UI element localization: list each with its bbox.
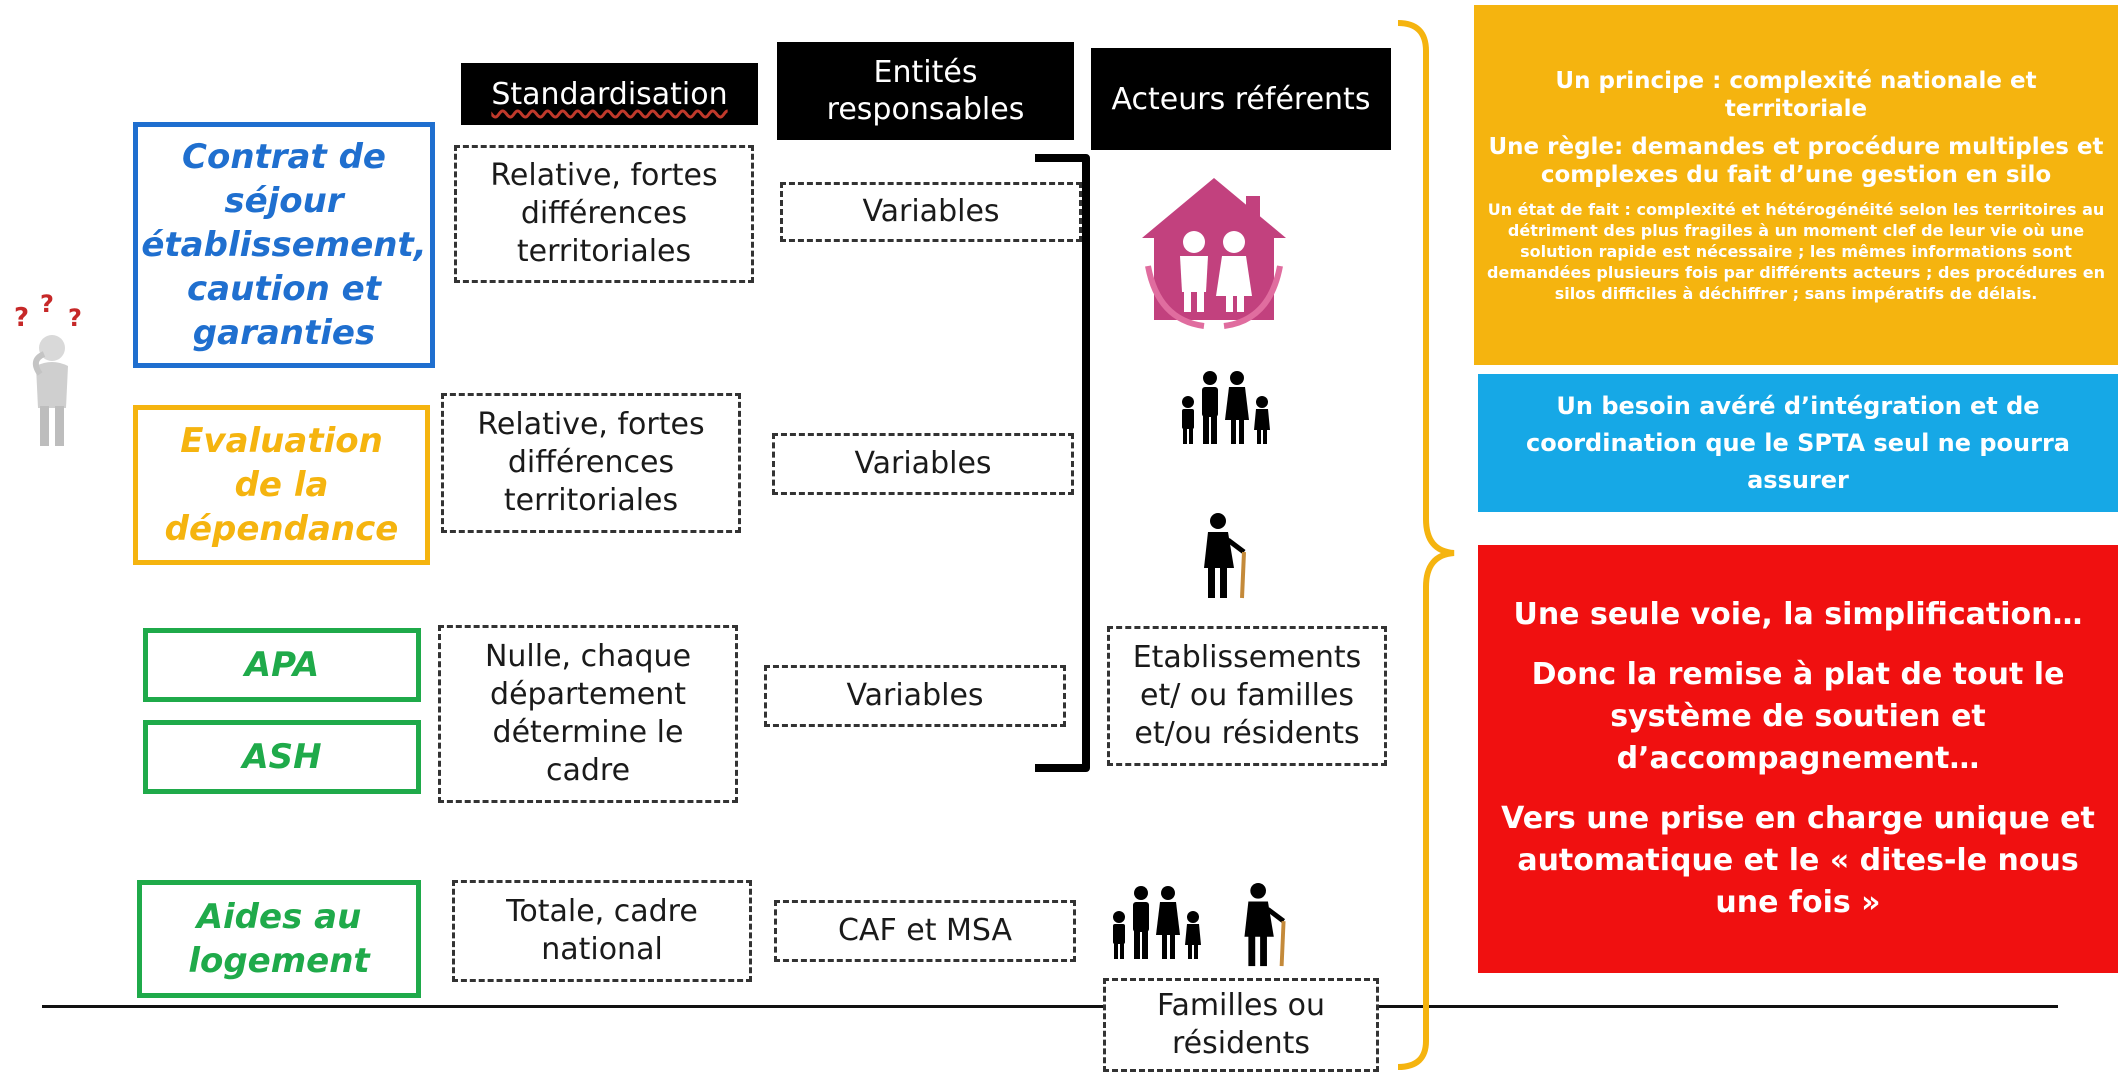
header-entites-responsables: Entités responsables — [777, 42, 1074, 140]
family-icon-bottom — [1106, 883, 1206, 963]
entites-contrat: Variables — [780, 182, 1082, 242]
category-evaluation-dependance: Evaluation de la dépendance — [133, 405, 430, 565]
panel-principe-etat: Un état de fait : complexité et hétérogé… — [1487, 199, 2105, 303]
curly-brace — [1397, 20, 1455, 1070]
svg-text:?: ? — [68, 304, 82, 332]
entites-evaluation: Variables — [772, 433, 1074, 495]
acteurs-aides-logement: Familles ou résidents — [1103, 978, 1379, 1072]
acteurs-apa-ash: Etablissements et/ ou familles et/ou rés… — [1107, 626, 1387, 766]
standardisation-aides-logement: Totale, cadre national — [452, 880, 752, 982]
standardisation-apa-ash: Nulle, chaque département détermine le c… — [438, 625, 738, 803]
elderly-person-icon-bottom — [1230, 882, 1300, 970]
entites-aides-logement: CAF et MSA — [774, 900, 1076, 962]
category-aides-au-logement: Aides au logement — [137, 880, 421, 998]
panel-simplification: Une seule voie, la simplification… Donc … — [1478, 545, 2118, 973]
header-standardisation: Standardisation — [461, 63, 758, 125]
panel-simplification-line2: Donc la remise à plat de tout le système… — [1531, 657, 2065, 776]
panel-principe-regle: Une règle: demandes et procédure multipl… — [1488, 133, 2104, 188]
header-acteurs-referents: Acteurs référents — [1091, 48, 1391, 150]
entites-apa-ash: Variables — [764, 665, 1066, 727]
house-family-icon — [1134, 170, 1294, 330]
panel-besoin-text: Un besoin avéré d’intégration et de coor… — [1526, 391, 2070, 494]
panel-simplification-line3: Vers une prise en charge unique et autom… — [1501, 801, 2095, 920]
category-contrat-de-sejour: Contrat de séjour établissement, caution… — [133, 122, 435, 368]
standardisation-evaluation: Relative, fortes différences territorial… — [441, 393, 741, 533]
category-apa: APA — [143, 628, 421, 702]
panel-besoin: Un besoin avéré d’intégration et de coor… — [1478, 374, 2118, 512]
svg-text:?: ? — [40, 290, 54, 318]
grouping-bracket — [1035, 154, 1090, 772]
elderly-person-icon — [1190, 512, 1260, 602]
svg-text:?: ? — [14, 303, 29, 333]
family-icon — [1175, 368, 1275, 448]
horizontal-divider — [42, 1005, 2058, 1008]
thinking-person-icon: ? ? ? — [0, 290, 100, 450]
standardisation-contrat: Relative, fortes différences territorial… — [454, 145, 754, 283]
panel-principe-title: Un principe : complexité nationale et te… — [1555, 67, 2037, 122]
panel-principe: Un principe : complexité nationale et te… — [1474, 5, 2118, 365]
category-ash: ASH — [143, 720, 421, 794]
panel-simplification-line1: Une seule voie, la simplification… — [1513, 597, 2083, 632]
